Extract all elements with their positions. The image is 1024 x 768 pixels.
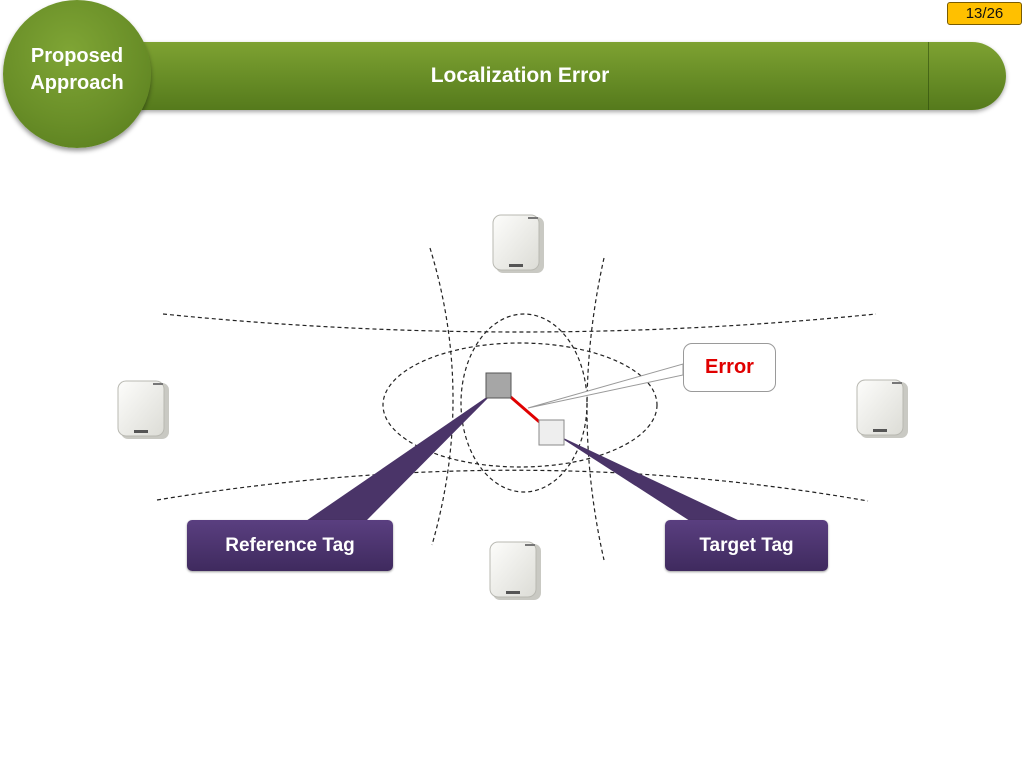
reader-top-icon [492, 214, 545, 274]
boundary-ellipse-vertical [460, 313, 588, 493]
boundary-curve-bottom [156, 469, 869, 502]
section-label-line-1: Proposed [30, 45, 124, 67]
page-number: 13/26 [947, 2, 1022, 25]
section-label-line-2: Approach [30, 72, 124, 94]
section-label: Proposed Approach [3, 43, 151, 97]
reader-bottom-icon [489, 541, 542, 601]
reference-pointer [306, 392, 494, 521]
slide-title: Localization Error [430, 64, 610, 87]
reference-tag [485, 372, 512, 399]
boundary-curve-top [162, 313, 877, 333]
reference-tag-label: Reference Tag [187, 520, 393, 571]
section-badge [3, 0, 151, 148]
title-bar [90, 42, 1006, 110]
boundary-curve-left [429, 247, 454, 546]
target-tag [538, 419, 565, 446]
reader-left-icon [117, 380, 170, 440]
boundary-ellipse-horizontal [382, 342, 658, 468]
reader-right-icon [856, 379, 909, 439]
title-bar-end-divider [928, 42, 929, 110]
target-pointer [555, 434, 740, 521]
callout-tail [527, 363, 684, 409]
boundary-curve-right [586, 257, 605, 561]
error-callout: Error [683, 343, 776, 392]
target-tag-label: Target Tag [665, 520, 828, 571]
